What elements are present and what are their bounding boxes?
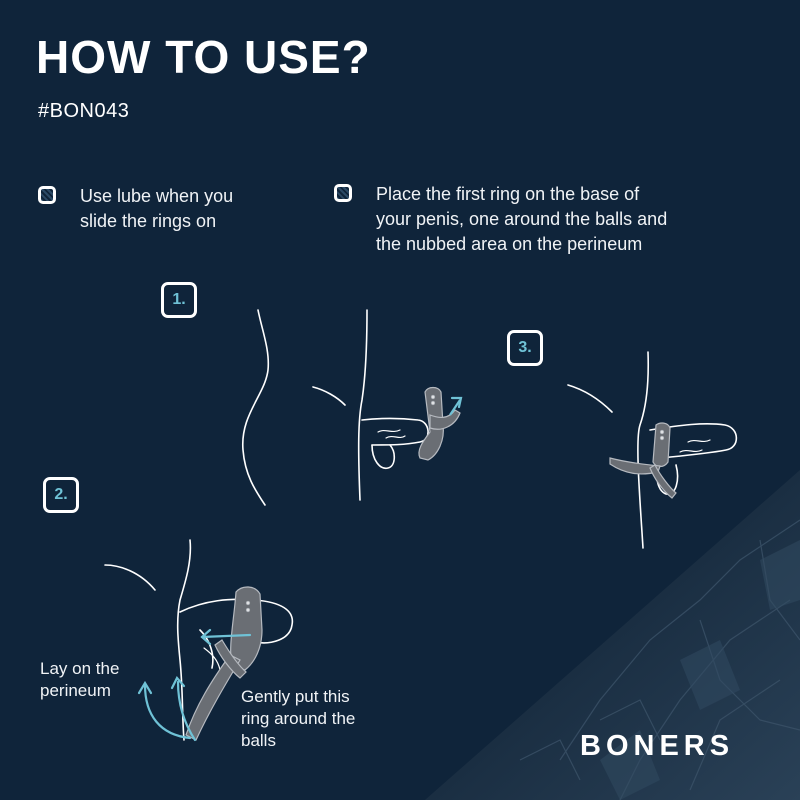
product-code: #BON043 bbox=[38, 100, 130, 122]
checkbox-bullet-icon bbox=[38, 186, 56, 204]
step-badge-2: 2. bbox=[43, 477, 79, 513]
page-title: HOW TO USE? bbox=[36, 31, 371, 83]
illustration-step-3 bbox=[567, 351, 738, 549]
device-step-2 bbox=[185, 586, 263, 741]
tip-text: Use lube when you slide the rings on bbox=[80, 186, 234, 231]
step-badge-3: 3. bbox=[507, 330, 543, 366]
arrow-up-icon bbox=[449, 399, 461, 416]
tip-lube: Use lube when you slide the rings on bbox=[38, 184, 298, 234]
brand-logo: BONERS bbox=[580, 730, 735, 762]
tip-placement: Place the first ring on the base of your… bbox=[334, 182, 754, 257]
curved-arrow-icon bbox=[137, 676, 197, 742]
illustration-step-2 bbox=[104, 539, 294, 741]
note-balls: Gently put this ring around the balls bbox=[241, 687, 356, 750]
step-badge-1: 1. bbox=[161, 282, 197, 318]
note-perineum: Lay on the perineum bbox=[40, 659, 120, 700]
arrow-left-icon bbox=[200, 628, 252, 646]
device-step-3 bbox=[609, 422, 677, 499]
checkbox-bullet-icon bbox=[334, 184, 352, 202]
tip-text: Place the first ring on the base of your… bbox=[376, 184, 668, 254]
device-step-1 bbox=[418, 386, 461, 461]
illustration-step-1 bbox=[242, 309, 429, 506]
